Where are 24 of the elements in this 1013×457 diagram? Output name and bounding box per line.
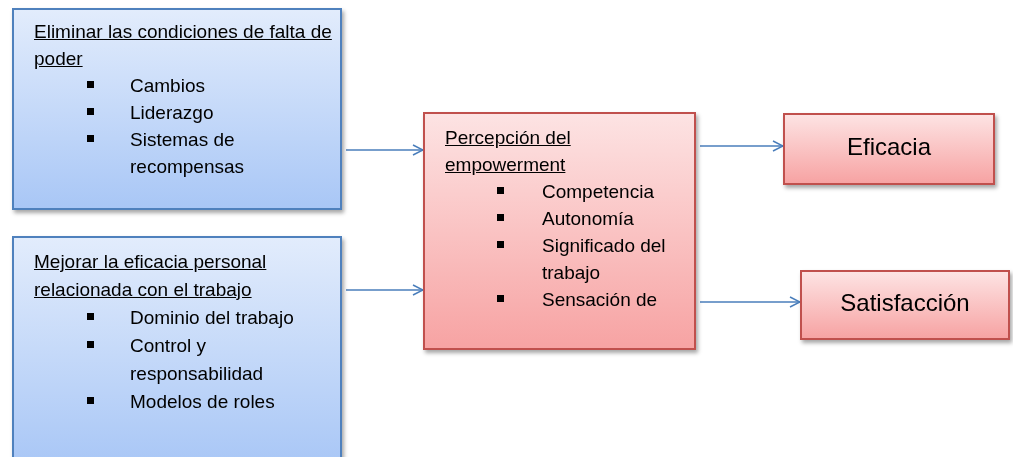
list-item: Modelos de roles xyxy=(130,390,276,414)
process-box xyxy=(12,8,342,210)
list-item: Autonomía xyxy=(542,207,635,231)
box-heading: Mejorar la eficacia personal relacionada con el trabajo xyxy=(34,250,268,302)
arrow xyxy=(699,296,801,308)
list-item: Sensación de xyxy=(542,288,659,312)
box-label: Satisfacción xyxy=(839,289,971,317)
list-item: Liderazgo xyxy=(130,101,215,125)
arrow xyxy=(345,284,424,296)
list-item: Competencia xyxy=(542,180,655,204)
process-box xyxy=(12,236,342,457)
box-heading: Eliminar las condiciones de falta de poder xyxy=(34,20,333,71)
list-item: Sistemas de recompensas xyxy=(130,128,246,179)
box-heading: Percepción del empowerment xyxy=(445,126,572,177)
arrow xyxy=(699,140,784,152)
box-label: Eficacia xyxy=(845,133,932,161)
list-item: Dominio del trabajo xyxy=(130,306,295,330)
list-item: Cambios xyxy=(130,74,206,98)
list-item: Control y responsabilidad xyxy=(130,334,265,386)
process-box xyxy=(800,270,1010,340)
process-box xyxy=(783,113,995,185)
arrow xyxy=(345,144,424,156)
list-item: Significado del trabajo xyxy=(542,234,667,285)
process-box xyxy=(423,112,696,350)
